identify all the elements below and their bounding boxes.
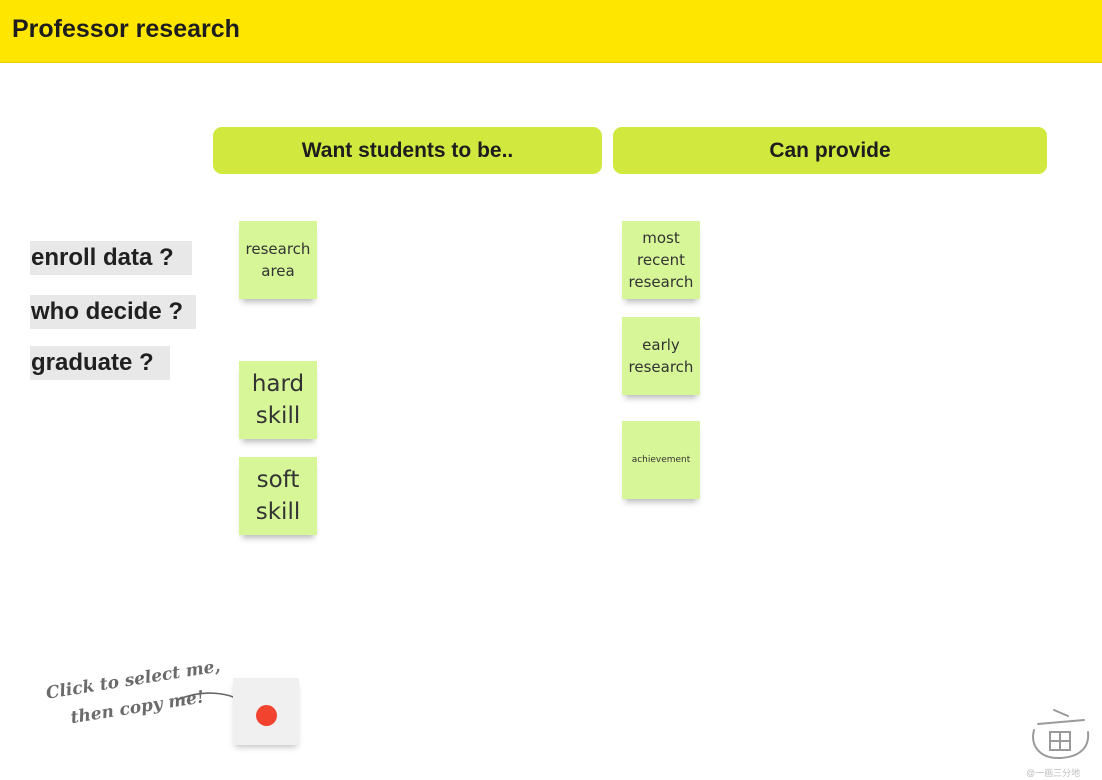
- copyable-template-card[interactable]: [233, 678, 299, 745]
- question-graduate[interactable]: graduate ?: [30, 346, 170, 380]
- sticky-note-achievement[interactable]: achievement: [622, 421, 700, 499]
- question-text: graduate ?: [31, 349, 154, 376]
- watermark-text: @一画三分地: [1026, 768, 1081, 778]
- sticky-note-text: early research: [628, 336, 694, 376]
- board-title[interactable]: Professor research: [12, 15, 240, 43]
- board-header: Professor research: [0, 0, 1102, 63]
- sticky-note-text: most recent research: [628, 229, 694, 291]
- sticky-note-early-research[interactable]: early research: [622, 317, 700, 395]
- sticky-note-text: hard skill: [251, 371, 305, 429]
- column-header-provide[interactable]: Can provide: [613, 127, 1047, 174]
- sticky-note-text: research area: [245, 240, 311, 280]
- column-header-want[interactable]: Want students to be..: [213, 127, 602, 174]
- sticky-note-most-recent-research[interactable]: most recent research: [622, 221, 700, 299]
- sticky-note-research-area[interactable]: research area: [239, 221, 317, 299]
- column-header-want-label: Want students to be..: [301, 138, 514, 162]
- question-enroll-data[interactable]: enroll data ?: [30, 241, 192, 275]
- sticky-note-soft-skill[interactable]: soft skill: [239, 457, 317, 535]
- question-who-decide[interactable]: who decide ?: [30, 295, 196, 329]
- question-text: who decide ?: [31, 298, 184, 325]
- sticky-note-hard-skill[interactable]: hard skill: [239, 361, 317, 439]
- question-text: enroll data ?: [31, 244, 174, 271]
- column-header-provide-label: Can provide: [769, 138, 891, 162]
- brand-logo-icon: [1032, 709, 1090, 760]
- red-dot-icon: [256, 705, 277, 726]
- sticky-note-text: soft skill: [255, 467, 301, 525]
- sticky-note-text: achievement: [631, 455, 691, 465]
